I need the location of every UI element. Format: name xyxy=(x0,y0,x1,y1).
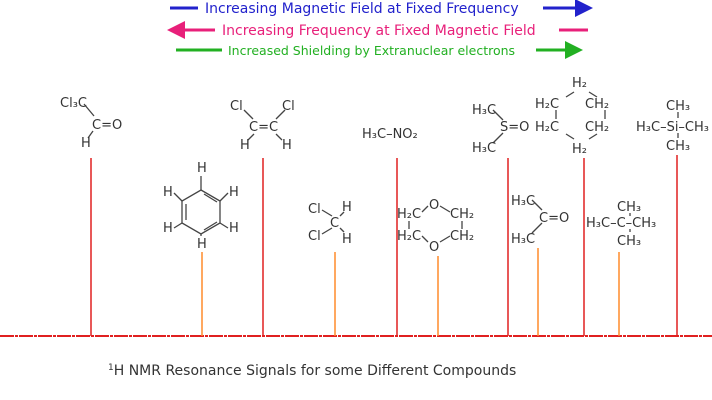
atom-label: H xyxy=(197,161,207,176)
atom-label: CH₃ xyxy=(666,139,690,154)
molecule-3: Cl ClC=C H H xyxy=(230,99,295,153)
atom-label: CH₂ xyxy=(585,97,609,112)
molecule-2: H H H H H H xyxy=(163,161,239,252)
atom-label: C xyxy=(330,216,339,231)
atom-label: H xyxy=(81,136,91,151)
atom-label: CH₂ xyxy=(450,207,474,222)
atom-label: H xyxy=(229,185,239,200)
atom-label: H₃C xyxy=(511,194,535,209)
legend-shielding-label: Increased Shielding by Extranuclear elec… xyxy=(228,43,515,58)
atom-label: S=O xyxy=(500,120,529,135)
atom-label: H₂ xyxy=(572,76,587,91)
atom-label: H₃C xyxy=(511,232,535,247)
atom-label: O xyxy=(429,240,439,255)
atom-label: H xyxy=(229,221,239,236)
atom-label: H₂C xyxy=(535,120,559,135)
atom-label: CH₃ xyxy=(617,200,641,215)
atom-label: Cl₃C xyxy=(60,96,87,111)
atom-label: H xyxy=(197,237,207,252)
atom-label: H xyxy=(342,232,352,247)
atom-label: C=C xyxy=(249,120,278,135)
atom-label: CH₃ xyxy=(666,99,690,114)
molecule-7: H₃C S=O H₃C xyxy=(472,103,529,156)
molecule-11: CH₃ H₃C–Si–CH₃ CH₃ xyxy=(636,99,709,154)
atom-label: H₃C–C–CH₃ xyxy=(586,216,656,231)
molecule-6: H₂C H₂C O O CH₂ CH₂ xyxy=(397,198,474,255)
atom-label: H₃C–Si–CH₃ xyxy=(636,120,709,135)
molecule-5: H₃C–NO₂ xyxy=(362,127,418,142)
atom-label: Cl xyxy=(282,99,295,114)
bond-lines xyxy=(83,91,679,243)
atom-label: CH₃ xyxy=(617,234,641,249)
atom-label: O xyxy=(429,198,439,213)
caption-superscript: 1 xyxy=(108,363,114,373)
atom-label: H₃C xyxy=(472,141,496,156)
signal-lines xyxy=(90,155,678,336)
legend-magnetic-field: Increasing Magnetic Field at Fixed Frequ… xyxy=(170,0,593,17)
atom-label: H₂ xyxy=(572,142,587,157)
molecule-1: Cl₃C C=OH xyxy=(60,96,122,151)
legend-shielding: Increased Shielding by Extranuclear elec… xyxy=(176,41,583,59)
molecule-8: H₃C C=O H₃C xyxy=(511,194,569,247)
figure-caption: 1H NMR Resonance Signals for some Differ… xyxy=(108,363,516,379)
atom-label: C=O xyxy=(92,118,122,133)
atom-label: H xyxy=(163,221,173,236)
atom-label: H xyxy=(163,185,173,200)
caption-text: H NMR Resonance Signals for some Differe… xyxy=(114,363,517,379)
atom-label: C=O xyxy=(539,211,569,226)
atom-label: CH₂ xyxy=(450,229,474,244)
legend-frequency-label: Increasing Frequency at Fixed Magnetic F… xyxy=(222,23,536,39)
atom-label: H₂C xyxy=(397,207,421,222)
atom-label: H₂C xyxy=(397,229,421,244)
atom-label: H₃C xyxy=(472,103,496,118)
atom-label: H xyxy=(282,138,292,153)
atom-label: Cl xyxy=(308,229,321,244)
atom-label: CH₂ xyxy=(585,120,609,135)
legend-frequency: Increasing Frequency at Fixed Magnetic F… xyxy=(167,21,588,39)
atom-label: Cl xyxy=(308,202,321,217)
atom-label: H₃C–NO₂ xyxy=(362,127,418,142)
atom-label: H₂C xyxy=(535,97,559,112)
molecule-9: H₂ H₂C CH₂ H₂C CH₂ H₂ xyxy=(535,76,609,157)
atom-label: H xyxy=(342,200,352,215)
atom-label: H xyxy=(240,138,250,153)
atom-label: Cl xyxy=(230,99,243,114)
legend-magnetic-label: Increasing Magnetic Field at Fixed Frequ… xyxy=(205,1,519,17)
